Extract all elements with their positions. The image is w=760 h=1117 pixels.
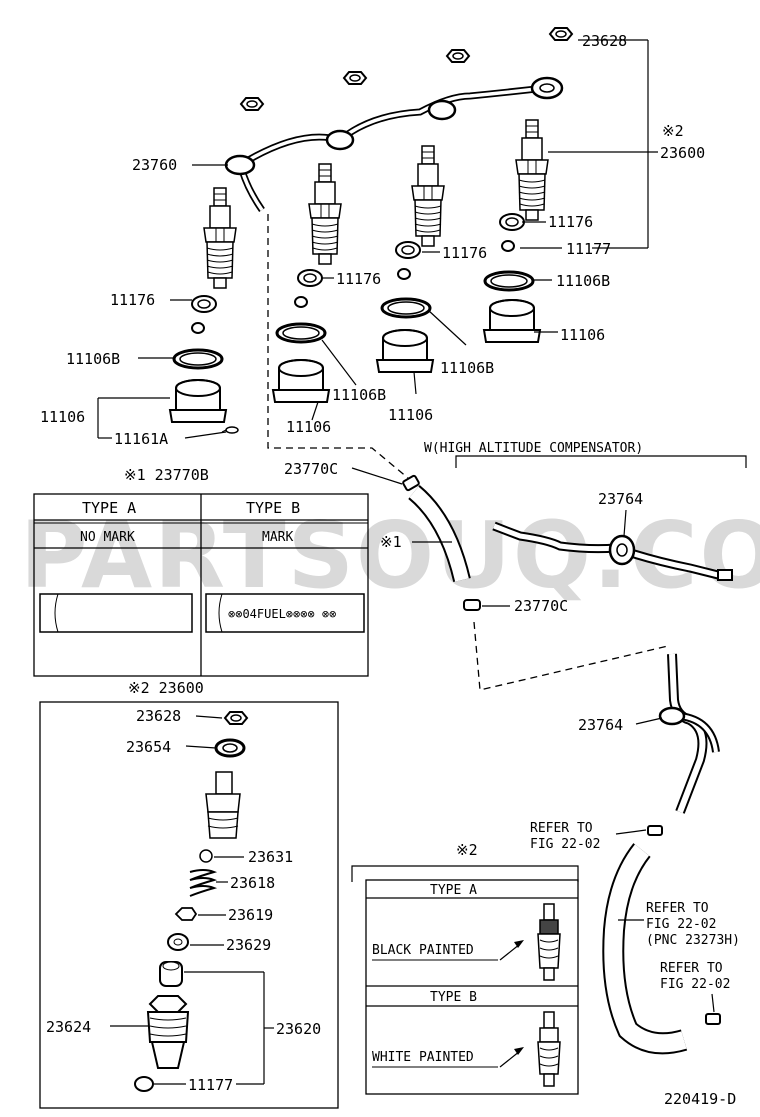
label-11106B-left: 11106B (66, 350, 120, 368)
refer-clamp-c (705, 1013, 721, 1025)
hose-type-a: TYPE A (82, 499, 136, 517)
label-23764-upper: 23764 (598, 490, 643, 508)
label-23770C-bottom: 23770C (514, 597, 568, 615)
refer-c-line1: REFER TO (660, 961, 723, 976)
injector-1 (203, 187, 237, 289)
nozzle-23620: 23620 (276, 1020, 321, 1038)
hose-23770B (408, 485, 471, 583)
refer-clamp-a (647, 825, 663, 836)
dashed-line-1 (267, 214, 409, 479)
label-11177-right: 11177 (566, 240, 611, 258)
dashed-line-2 (473, 621, 669, 691)
nozzle-23629: 23629 (226, 936, 271, 954)
label-x1: ※1 (380, 533, 402, 551)
label-11161A: 11161A (114, 430, 168, 448)
injector-4 (515, 119, 549, 221)
refer-b-line1: REFER TO (646, 901, 709, 916)
label-11106-left: 11106 (40, 408, 85, 426)
nozzle-box-title: ※2 23600 (128, 679, 204, 697)
label-11106-mid: 11106 (286, 418, 331, 436)
label-11176-right: 11176 (548, 213, 593, 231)
leader-lines (97, 39, 658, 439)
refer-b-line3: (PNC 23273H) (646, 933, 740, 948)
nozzle-23624: 23624 (46, 1018, 91, 1036)
injector-white-painted (537, 1011, 561, 1087)
label-23600: 23600 (660, 144, 705, 162)
refer-a-line1: REFER TO (530, 821, 593, 836)
bracket-high-altitude (455, 455, 747, 468)
hose-mark-a: NO MARK (80, 530, 135, 545)
label-23770C-top: 23770C (284, 460, 338, 478)
refer-a-line2: FIG 22-02 (530, 837, 600, 852)
fuel-hose-refer (602, 843, 688, 1055)
refer-b-line2: FIG 22-02 (646, 917, 716, 932)
leakage-pipe-23760 (224, 76, 564, 213)
hose-print-text: ⊗⊗04FUEL⊗⊗⊗⊗ ⊗⊗ (228, 607, 336, 621)
hose-mark-b: MARK (262, 530, 293, 545)
label-23760: 23760 (132, 156, 177, 174)
nozzle-detail-box: ※2 23600 23628 23 (39, 679, 339, 1109)
injector-2 (308, 163, 342, 265)
clamp-23770C-top (402, 474, 420, 492)
compensator-pipe-23764-upper (492, 521, 733, 581)
label-11106B-right: 11106B (556, 272, 610, 290)
label-11106B-mid: 11106B (332, 386, 386, 404)
injector-black-painted (537, 903, 561, 981)
label-11176-midright: 11176 (442, 244, 487, 262)
nut-23628-group (240, 27, 573, 111)
label-x2-note: ※2 (662, 122, 684, 140)
nozzle-11177: 11177 (188, 1076, 233, 1094)
label-11106-midright: 11106 (388, 406, 433, 424)
label-11106-right: 11106 (560, 326, 605, 344)
label-group-top: 23628 ※2 23600 23760 11176 11177 11176 1… (40, 32, 705, 448)
pin-11161A (221, 426, 239, 434)
label-23764-lower: 23764 (578, 716, 623, 734)
nozzle-23631: 23631 (248, 848, 293, 866)
paint-white: WHITE PAINTED (372, 1050, 474, 1065)
label-high-altitude: W(HIGH ALTITUDE COMPENSATOR) (424, 441, 643, 456)
label-11176-left: 11176 (110, 291, 155, 309)
injector-3 (411, 145, 445, 247)
nozzle-23618: 23618 (230, 874, 275, 892)
hose-table-title: ※1 23770B (124, 466, 209, 484)
nozzle-23654: 23654 (126, 738, 171, 756)
clamp-23770C-bottom (463, 599, 481, 611)
figure-code: 220419-D (664, 1090, 736, 1108)
paint-table-title: ※2 (456, 841, 478, 859)
nozzle-23628: 23628 (136, 707, 181, 725)
refer-c-line2: FIG 22-02 (660, 977, 730, 992)
hose-type-table: ※1 23770B TYPE A TYPE B NO MARK MARK ⊗⊗0… (33, 466, 369, 677)
label-11106B-midright: 11106B (440, 359, 494, 377)
hose-type-b: TYPE B (246, 499, 300, 517)
paint-type-a: TYPE A (430, 883, 477, 898)
label-11176-mid: 11176 (336, 270, 381, 288)
compensator-pipe-23764-lower (658, 653, 720, 814)
label-23628: 23628 (582, 32, 627, 50)
nozzle-23619: 23619 (228, 906, 273, 924)
paint-type-table: ※2 TYPE A TYPE B BLACK PAINTED WHITE PAI… (351, 841, 579, 1095)
paint-black: BLACK PAINTED (372, 943, 474, 958)
paint-type-b: TYPE B (430, 990, 477, 1005)
